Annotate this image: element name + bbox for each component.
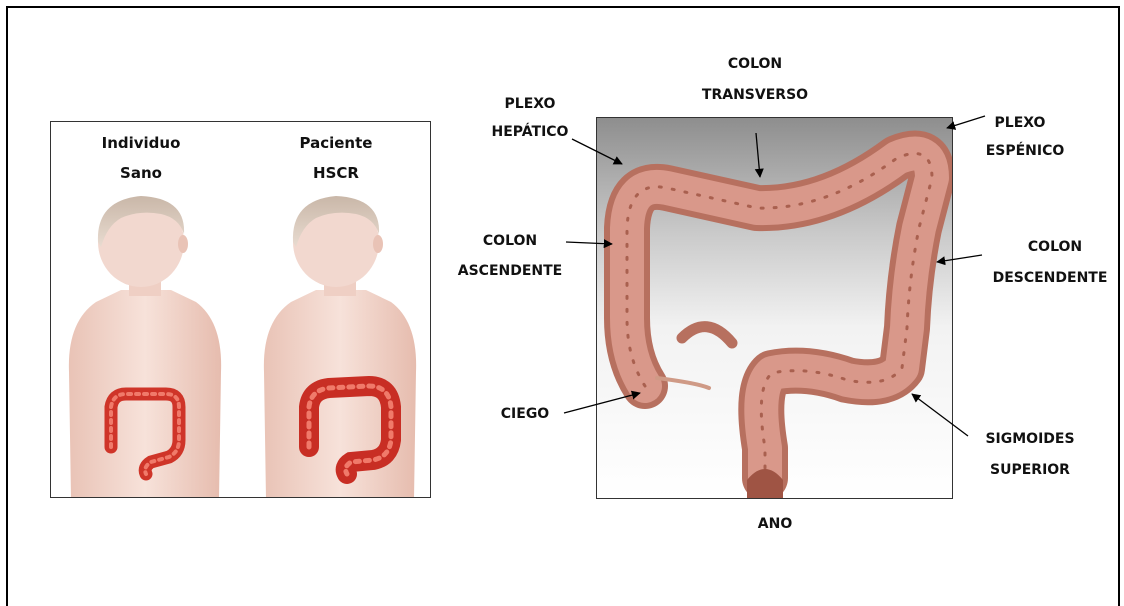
label-plexo-esplenico-1: PLEXO [965, 116, 1075, 130]
label-plexo-esplenico-2: ESPÉNICO [960, 144, 1090, 158]
arrow-plexo-hepatico [572, 139, 622, 164]
label-plexo-hepatico-2: HEPÁTICO [465, 125, 595, 139]
label-ciego: CIEGO [470, 407, 580, 421]
label-sigmoides-1: SIGMOIDES [975, 432, 1085, 446]
label-colon-transverso-1: COLON [700, 57, 810, 71]
arrow-colon-ascendente [566, 242, 612, 244]
label-colon-descendente-1: COLON [1000, 240, 1110, 254]
label-colon-transverso-2: TRANSVERSO [690, 88, 820, 102]
label-plexo-hepatico-1: PLEXO [475, 97, 585, 111]
label-sigmoides-2: SUPERIOR [975, 463, 1085, 477]
arrow-colon-transverso [756, 133, 760, 177]
label-colon-ascendente-1: COLON [455, 234, 565, 248]
label-colon-ascendente-2: ASCENDENTE [445, 264, 575, 278]
annotation-arrows [0, 0, 1124, 589]
label-colon-descendente-2: DESCENDENTE [980, 271, 1120, 285]
arrow-colon-descendente [937, 255, 982, 262]
label-ano: ANO [720, 517, 830, 531]
arrow-sigmoides [912, 394, 968, 436]
